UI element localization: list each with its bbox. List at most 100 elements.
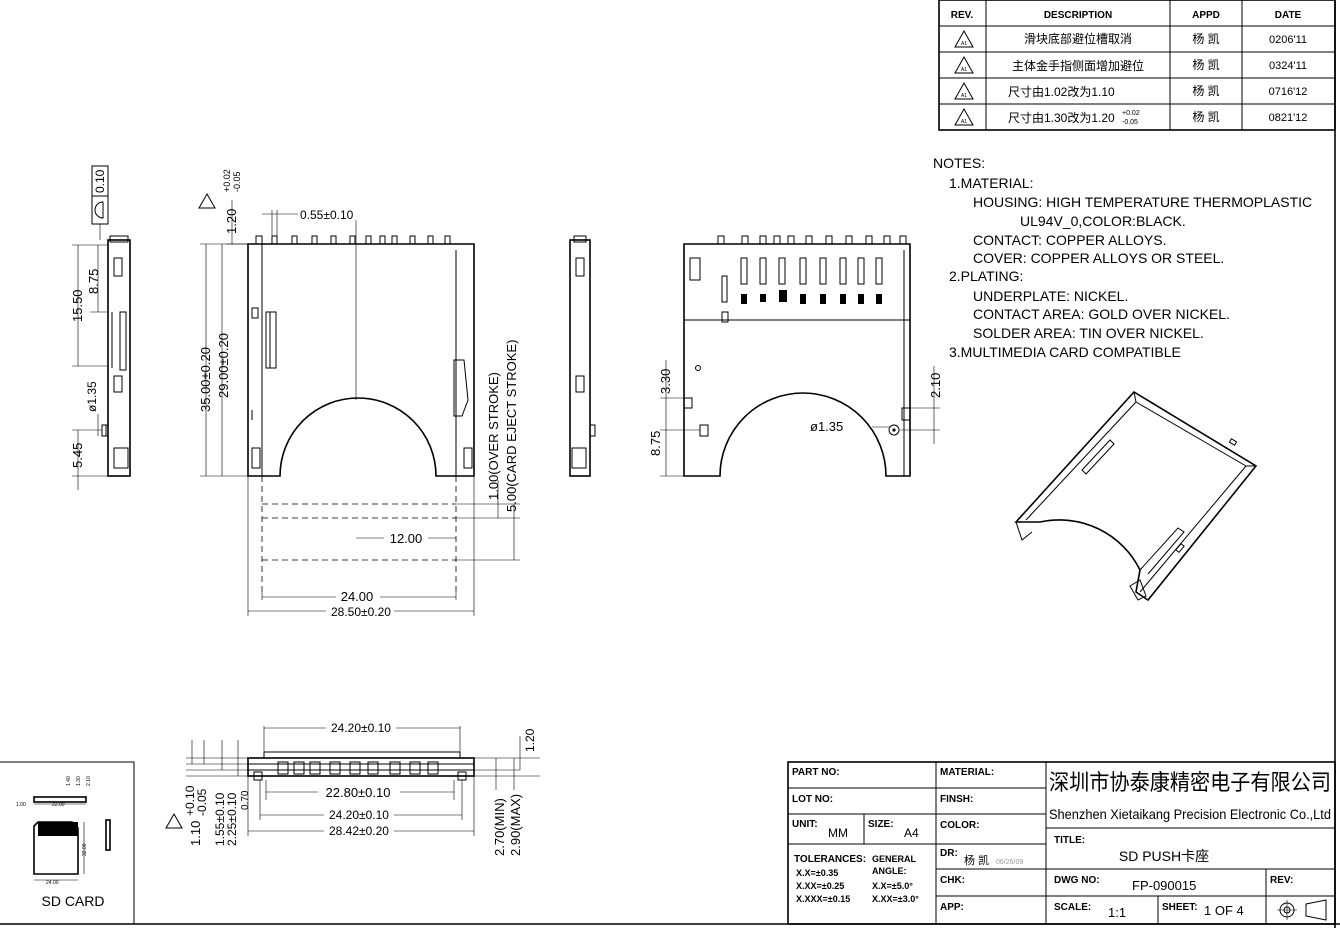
tb-dwg-no-label: DWG NO:: [1054, 875, 1100, 886]
rev-row4-date: 0821'12: [1269, 112, 1308, 124]
top-dim-120-lower: -0.05: [232, 171, 242, 192]
top-dim-120: 1.20: [224, 209, 239, 234]
sd-dim-2400: 24.00: [46, 880, 59, 886]
rev-row3-appd: 杨 凯: [1192, 83, 1219, 98]
rev-row4-tol-lower: -0.05: [1122, 119, 1138, 126]
tb-chk-label: CHK:: [940, 875, 965, 886]
tb-unit-value: MM: [828, 826, 848, 840]
notes-heading: NOTES:: [933, 155, 985, 171]
tb-company-en: Shenzhen Xietaikang Precision Electronic…: [1049, 806, 1331, 822]
rev-row1-appd: 杨 凯: [1192, 31, 1219, 46]
rev-row2-date: 0324'11: [1269, 60, 1307, 72]
tb-angle-line-2: X.XX=±3.0°: [872, 894, 919, 904]
top-dim-3500: 35.00±0.20: [198, 347, 213, 412]
tb-part-no-label: PART NO:: [792, 767, 840, 778]
front-dim-110-upper: +0.10: [183, 785, 197, 816]
front-dim-290: 2.90(MAX): [508, 794, 523, 856]
front-dim-155: 1.55±0.10: [213, 792, 227, 846]
front-dim-2842: 28.42±0.20: [329, 824, 389, 838]
rev-row4-rev: A1: [961, 119, 967, 125]
top-dim-500: 5.00(CARD EJECT STROKE): [504, 340, 519, 512]
tb-company-cn: 深圳市协泰康精密电子有限公司: [1049, 770, 1331, 795]
front-view-pins: [277, 761, 439, 775]
top-dim-2900: 29.00±0.20: [216, 333, 231, 398]
notes-line-5: COVER: COPPER ALLOYS OR STEEL.: [973, 250, 1224, 266]
sd-card-label: SD CARD: [41, 893, 104, 909]
notes-line-10: 3.MULTIMEDIA CARD COMPATIBLE: [949, 344, 1181, 360]
side-dim-545: 5.45: [70, 443, 85, 468]
tb-scale-value: 1:1: [1108, 905, 1126, 920]
rev-row3-rev: A1: [961, 93, 967, 99]
front-dim-110-lower: -0.05: [195, 788, 209, 816]
tb-angle-label: ANGLE:: [872, 866, 907, 876]
tb-material-label: MATERIAL:: [940, 767, 994, 778]
front-dim-2420-bot: 24.20±0.10: [329, 808, 389, 822]
sd-dim-130: 1.30: [76, 776, 82, 786]
tb-dr-date: 06/26/09: [996, 859, 1023, 866]
tb-angle-line-1: X.X=±5.0°: [872, 881, 913, 891]
tb-dwg-no-value: FP-090015: [1132, 878, 1196, 893]
top-dim-120-upper: +0.02: [222, 169, 232, 192]
top-view: 1.20 +0.02 -0.05: [198, 169, 520, 619]
front-dim-270: 2.70(MIN): [492, 798, 507, 856]
bottom-dim-875: 8.75: [648, 431, 663, 456]
top-dim-1200: 12.00: [390, 531, 423, 546]
top-dim-2400: 24.00: [341, 589, 374, 604]
front-dim-120: 1.20: [523, 728, 537, 752]
notes-line-6: 2.PLATING:: [949, 268, 1023, 284]
revision-table: REV. DESCRIPTION APPD DATE A1 滑块底部避位槽取消 …: [938, 0, 1336, 131]
tb-rev-label: REV:: [1270, 875, 1293, 886]
tb-finsh-label: FINSH:: [940, 794, 973, 805]
tb-app-label: APP:: [940, 902, 964, 913]
notes-line-9: SOLDER AREA: TIN OVER NICKEL.: [973, 325, 1204, 341]
top-dim-055: 0.55±0.10: [300, 208, 354, 222]
tb-lot-no-label: LOT NO:: [792, 794, 833, 805]
notes-block: NOTES: 1.MATERIAL: HOUSING: HIGH TEMPERA…: [933, 155, 1312, 360]
tb-tol-line-3: X.XXX=±0.15: [796, 894, 850, 904]
front-dim-110: 1.10: [188, 821, 203, 846]
notes-line-2: HOUSING: HIGH TEMPERATURE THERMOPLASTIC: [973, 194, 1312, 210]
notes-line-7: UNDERPLATE: NICKEL.: [973, 288, 1128, 304]
front-dim-2280: 22.80±0.10: [326, 785, 391, 800]
left-side-view: 0.10 15.50 8.75 ø1.35 5.45: [70, 165, 131, 490]
tb-title-value: SD PUSH卡座: [1119, 848, 1209, 864]
sd-dim-140: 1.40: [66, 776, 72, 786]
bottom-view: 3.30 8.75 2.10 ø1.35: [648, 235, 943, 477]
bottom-view-pins: [717, 235, 907, 245]
rev-row1-rev: A1: [961, 41, 967, 47]
bottom-dim-330: 3.30: [658, 369, 673, 394]
bottom-dim-135: ø1.35: [810, 419, 843, 434]
rev-row1-date: 0206'11: [1269, 34, 1307, 46]
top-dim-2850: 28.50±0.20: [331, 605, 391, 619]
front-dim-225: 2.25±0.10: [225, 792, 239, 846]
title-block: PART NO: LOT NO: UNIT: MM SIZE: A4 TOLER…: [787, 761, 1336, 925]
rev-row3-desc: 尺寸由1.02改为1.10: [1008, 85, 1115, 99]
rev-header-desc: DESCRIPTION: [1044, 10, 1112, 21]
right-side-view: [569, 235, 596, 477]
notes-line-3: UL94V_0,COLOR:BLACK.: [1020, 213, 1186, 229]
sd-dim-2200: 22.00: [52, 802, 65, 808]
side-dim-1550: 15.50: [70, 289, 85, 322]
notes-line-4: CONTACT: COPPER ALLOYS.: [973, 232, 1166, 248]
tb-tol-line-2: X.XX=±0.25: [796, 881, 844, 891]
tb-general-label: GENERAL: [872, 854, 917, 864]
side-dim-010: 0.10: [93, 169, 107, 193]
tb-size-label: SIZE:: [868, 819, 894, 830]
rev-row1-desc: 滑块底部避位槽取消: [1024, 31, 1132, 46]
side-dim-135: ø1.35: [85, 381, 99, 412]
rev-row4-appd: 杨 凯: [1192, 109, 1219, 124]
tb-sheet-value: 1 OF 4: [1204, 903, 1244, 918]
rev-row4-tol-upper: +0.02: [1122, 110, 1140, 117]
bottom-dim-210: 2.10: [928, 373, 943, 398]
tb-tolerances-label: TOLERANCES:: [794, 854, 866, 865]
top-dim-100: 1.00(OVER STROKE): [486, 372, 501, 500]
tb-tol-line-1: X.X=±0.35: [796, 868, 838, 878]
tb-title-label: TITLE:: [1054, 835, 1085, 846]
sd-dim-100: 1.00: [16, 802, 26, 808]
rev-row2-appd: 杨 凯: [1192, 57, 1219, 72]
rev-row2-rev: A1: [961, 67, 967, 73]
tb-unit-label: UNIT:: [792, 819, 818, 830]
notes-line-1: 1.MATERIAL:: [949, 175, 1034, 191]
tb-color-label: COLOR:: [940, 820, 979, 831]
